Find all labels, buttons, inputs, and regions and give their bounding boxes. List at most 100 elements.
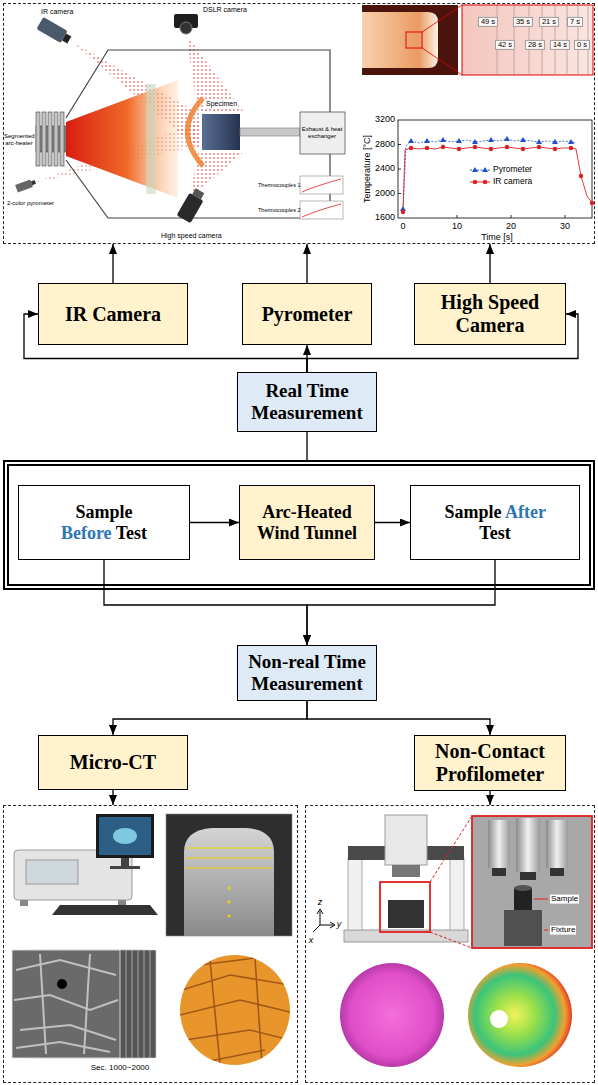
process-box: Non-real Time Measurement <box>237 645 377 701</box>
time-stamp: 0 s <box>574 40 590 50</box>
ir-markers-part <box>473 145 477 149</box>
wind-tunnel-schematic-part <box>36 112 40 166</box>
connector-arrow <box>306 432 307 460</box>
legend-marker-part <box>470 182 490 183</box>
pyrometer-markers-part <box>504 136 510 141</box>
time-stamp: 14 s <box>550 40 570 50</box>
legend-marker <box>470 177 490 187</box>
callout-label: 2400 <box>375 164 395 174</box>
ir-markers-part <box>457 147 461 151</box>
profilometer-part <box>514 888 532 910</box>
connector-arrow <box>307 314 578 372</box>
temperature-chart <box>398 120 594 218</box>
legend-item: IR camera <box>470 177 532 187</box>
callout-label: Time [s] <box>481 233 513 243</box>
callout-label: 2800 <box>375 140 395 150</box>
profilometer-part <box>380 882 430 932</box>
legend-marker <box>470 165 490 175</box>
connector-arrow <box>375 522 410 523</box>
micro-ct-scanner-part <box>99 817 151 855</box>
ct-slice-stack-part <box>14 954 118 1054</box>
ct-slice-stack-part-part <box>16 1042 110 1052</box>
wind-tunnel-schematic-part <box>54 112 58 166</box>
ir-image-part-part <box>588 6 589 74</box>
wind-tunnel-schematic-part <box>300 176 343 194</box>
micro-ct-scanner <box>14 814 158 915</box>
group-box: Sample Before TestArc-Heated Wind Tunnel… <box>3 460 595 590</box>
ir-image-part <box>497 6 588 74</box>
connector-arrow <box>112 244 113 283</box>
legend-marker-part <box>472 167 488 172</box>
illustration-panel <box>3 3 595 244</box>
ct-slice-stack-part <box>12 950 120 1058</box>
wind-tunnel-schematic-part <box>174 14 198 34</box>
connector-arrow <box>489 791 490 805</box>
ct-slice-stack-part-part <box>14 995 118 1010</box>
coordinate-axes <box>313 909 335 932</box>
pyrometer-markers-part <box>552 139 558 144</box>
wind-tunnel-schematic-part <box>202 114 240 150</box>
ct-slice-color-part-part <box>182 975 290 990</box>
legend-label: IR camera <box>493 177 532 186</box>
profilometer-part <box>534 899 548 930</box>
temperature-chart-part-part <box>457 215 458 218</box>
wind-tunnel-schematic-part <box>240 128 300 136</box>
box-label: Arc-Heated Wind Tunnel <box>246 502 368 543</box>
ct-slice-color-part <box>180 958 290 1065</box>
wind-tunnel-schematic-part <box>42 112 46 166</box>
ir-image-part-part <box>567 6 568 74</box>
profilometer-part <box>348 858 362 930</box>
ct-slice-color-part-part <box>255 958 262 1065</box>
ir-image-part-part <box>514 6 515 74</box>
callout-label: 30 <box>560 222 570 232</box>
coordinate-axes-part <box>320 922 335 928</box>
ct-slice-stack-part <box>57 979 67 989</box>
callout-label: 1600 <box>375 213 395 223</box>
temperature-chart-part-part <box>398 193 401 194</box>
ir-markers-part <box>401 210 405 214</box>
time-stamp: 49 s <box>478 17 498 27</box>
ir-markers-part <box>579 174 583 178</box>
height-maps-part <box>490 1010 508 1028</box>
callout-label: Thermocouples 2 <box>258 207 301 213</box>
callout-label: 3200 <box>375 115 395 125</box>
ir-markers-part <box>521 147 525 151</box>
connector-arrow <box>113 701 307 735</box>
wind-tunnel-schematic-part <box>302 179 341 192</box>
ir-image-part <box>406 32 422 48</box>
ir-markers-part <box>409 146 413 150</box>
profilometer-part <box>492 868 506 876</box>
pyrometer-markers-part <box>408 138 414 143</box>
callout-label: z <box>318 898 323 908</box>
ir-image-part-part <box>578 6 579 74</box>
micro-ct-scanner-part <box>113 828 137 844</box>
pyrometer-markers-part <box>472 139 478 144</box>
ct-slice-color-part-part <box>185 1030 290 1040</box>
wind-tunnel-schematic-part <box>36 17 72 46</box>
profilometer-part <box>546 820 568 868</box>
temperature-chart-part-part <box>398 144 401 145</box>
time-stamp: 28 s <box>525 40 545 50</box>
ir-markers <box>401 145 594 214</box>
callout-label: 10 <box>452 222 462 232</box>
ct-slice-stack-part-part <box>84 954 90 1054</box>
micro-ct-scanner-part <box>110 866 140 869</box>
wind-tunnel-schematic-part <box>186 34 244 112</box>
wind-tunnel-schematic-part <box>60 112 64 166</box>
ct-slice-color-part-part <box>210 960 220 1065</box>
callout-label: DSLR camera <box>202 6 248 14</box>
time-stamp: 7 s <box>567 17 583 27</box>
ir-image-part <box>422 5 462 75</box>
wind-tunnel-schematic-part <box>66 50 330 218</box>
ct-slice-color-part-part <box>180 1000 290 1015</box>
pyrometer-markers-part <box>424 138 430 143</box>
illustration-panel <box>3 805 298 1083</box>
pyrometer-markers-part <box>568 139 574 144</box>
ir-image-part-part <box>497 6 498 74</box>
time-stamp: 21 s <box>539 17 559 27</box>
xray-image-part <box>186 848 272 868</box>
profilometer-part <box>472 816 592 948</box>
ir-markers-part <box>425 146 429 150</box>
